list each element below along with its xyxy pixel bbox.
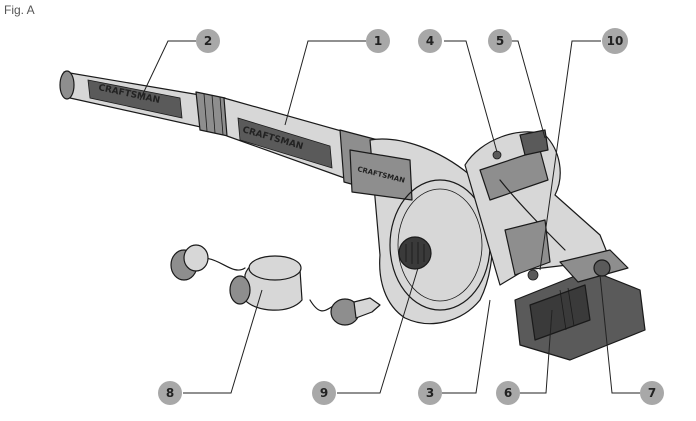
callout-5: 5: [488, 29, 512, 53]
callout-7: 7: [640, 381, 664, 405]
callout-label-5: 5: [496, 34, 504, 48]
figure-caption: Fig. A: [4, 3, 35, 17]
callout-label-3: 3: [426, 386, 434, 400]
nozzle-tube-front: CRAFTSMAN: [59, 70, 206, 129]
callout-9: 9: [312, 381, 336, 405]
callout-1: 1: [366, 29, 390, 53]
blower-housing: CRAFTSMAN: [349, 138, 493, 325]
callout-label-7: 7: [648, 386, 656, 400]
callout-label-8: 8: [166, 386, 174, 400]
callout-label-1: 1: [374, 34, 382, 48]
inflator-accessory: [170, 244, 381, 326]
tube-coupling: [195, 91, 229, 137]
battery-pack: [514, 249, 646, 361]
callout-label-6: 6: [504, 386, 512, 400]
callout-3: 3: [418, 381, 442, 405]
callout-label-2: 2: [204, 34, 212, 48]
callout-6: 6: [496, 381, 520, 405]
callout-label-9: 9: [320, 386, 328, 400]
handle-assembly: [464, 129, 611, 286]
air-inlet-icon: [398, 236, 432, 270]
callout-2: 2: [196, 29, 220, 53]
callout-4: 4: [418, 29, 442, 53]
callout-label-4: 4: [426, 34, 434, 48]
callout-8: 8: [158, 381, 182, 405]
callout-label-10: 10: [607, 34, 624, 48]
callout-10: 10: [602, 28, 628, 54]
